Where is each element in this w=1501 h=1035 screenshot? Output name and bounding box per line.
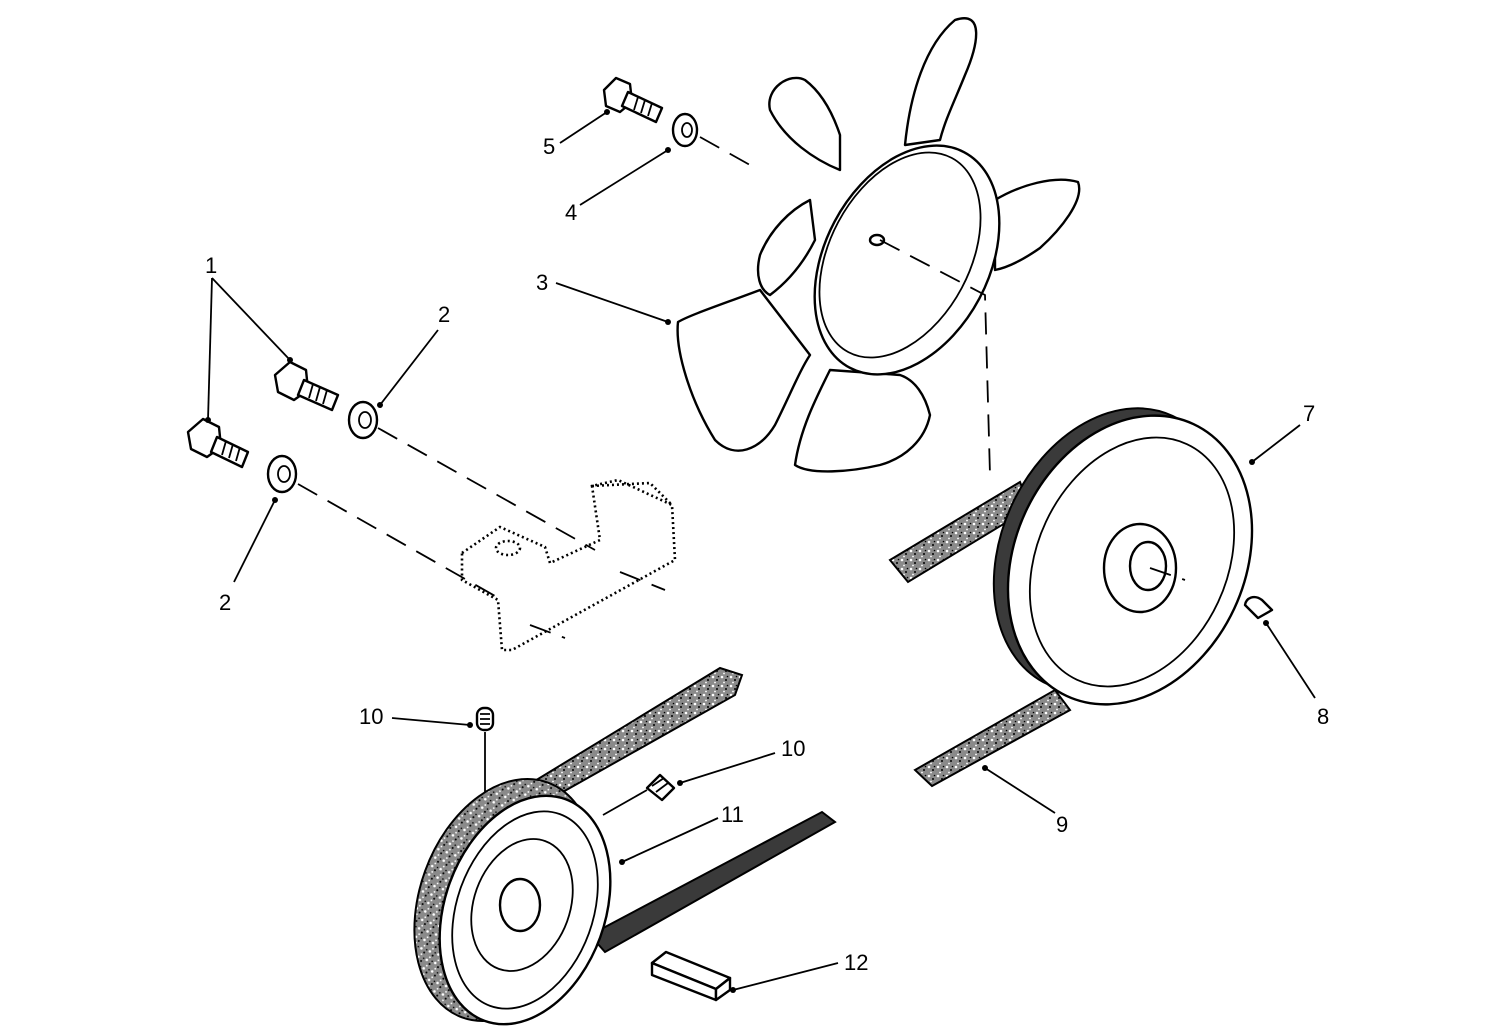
belt-lower-right	[913, 688, 1072, 788]
callout-3: 3	[536, 270, 548, 295]
fan-washer	[671, 112, 699, 148]
drive-pulley-assembly	[413, 666, 837, 1026]
pulley-bore-axis	[1149, 567, 1186, 581]
callout-9: 9	[1056, 812, 1068, 837]
set-screw-side-axis	[602, 789, 648, 816]
fan-pulley-bore	[1128, 540, 1168, 592]
square-key	[650, 950, 732, 1002]
bracket-axis-right	[619, 571, 666, 591]
fan-bolt	[602, 76, 664, 124]
fan-hub-hole	[868, 233, 886, 247]
fan-blade-left	[756, 198, 817, 297]
bracket-bolt-upper	[273, 360, 340, 412]
fan-bolt-axis	[699, 136, 751, 166]
callout-10-upper: 10	[359, 704, 383, 729]
fan-hub-ring	[813, 144, 1001, 376]
fan-blade-upper-left	[768, 76, 842, 172]
lower-bolt-axis	[297, 483, 496, 597]
set-screw-upper	[475, 706, 495, 732]
callout-2-lower: 2	[219, 590, 231, 615]
fan-blade-lower-left	[676, 288, 812, 452]
fan-blade-bottom	[793, 368, 932, 473]
mounting-bracket	[460, 478, 677, 652]
upper-bolt-axis	[377, 427, 596, 551]
woodruff-key	[1243, 595, 1274, 620]
bracket-washer-lower	[266, 454, 298, 494]
callout-2-upper: 2	[438, 302, 450, 327]
drive-pulley-bore	[498, 877, 542, 933]
fan-pulley-assembly	[888, 407, 1254, 788]
fan-pulley-face	[1028, 436, 1236, 688]
fan-to-pulley-axis	[879, 239, 991, 476]
bracket-bolt-lower	[186, 417, 250, 469]
set-screw-side	[645, 773, 676, 802]
callout-8: 8	[1317, 704, 1329, 729]
callout-7: 7	[1303, 401, 1315, 426]
fan-hub-inner-ring	[818, 151, 982, 359]
callout-1: 1	[205, 253, 217, 278]
bracket-axis-left	[529, 624, 566, 639]
callout-11: 11	[721, 802, 744, 827]
belt-lower-left	[588, 810, 837, 954]
fan-blade-top	[903, 17, 978, 147]
callout-4: 4	[565, 200, 577, 225]
drive-pulley-hub-ring	[470, 838, 574, 972]
callout-5: 5	[543, 134, 555, 159]
callout-12: 12	[844, 950, 868, 975]
fan-blade-right	[993, 178, 1081, 272]
leader-lines	[205, 109, 1316, 993]
drive-pulley-face	[451, 810, 599, 1010]
callout-10-side: 10	[781, 736, 805, 761]
fan-assembly	[676, 17, 1081, 473]
belt-upper-left	[517, 666, 744, 804]
bracket-washer-upper	[347, 400, 379, 440]
